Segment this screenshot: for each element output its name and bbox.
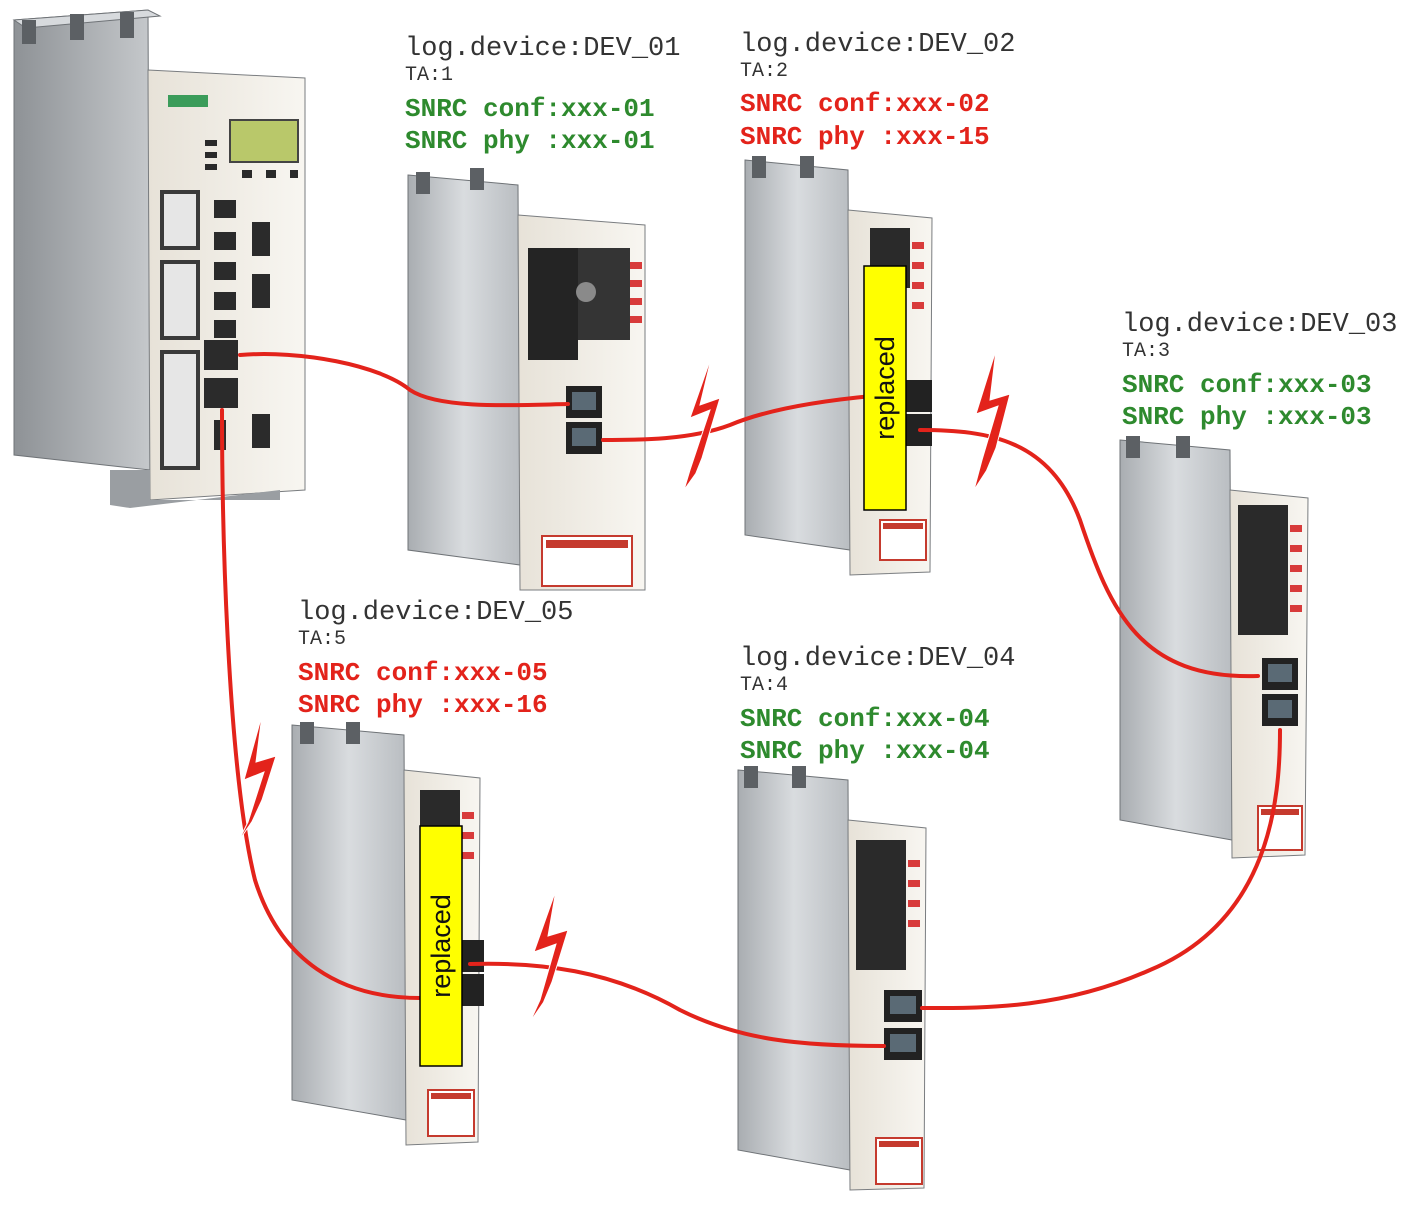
cable-dev05-controller (220, 408, 422, 1000)
cable-dev04-dev05 (468, 961, 886, 1048)
dev04-log-device: log.device:DEV_04 (740, 644, 1016, 674)
cable-dev01-dev02 (601, 394, 874, 442)
dev02-ta: TA:2 (740, 60, 789, 83)
replaced-tag-dev05: replaced (419, 825, 463, 1067)
replaced-tag-dev02-label: replaced (870, 336, 900, 440)
dev03-ta: TA:3 (1122, 340, 1171, 363)
replaced-tag-dev02: replaced (863, 265, 907, 511)
dev01-ta: TA:1 (405, 64, 454, 87)
dev05-log-device: log.device:DEV_05 (298, 598, 574, 628)
dev05-ta: TA:5 (298, 628, 347, 651)
lmc-controller-icon (12, 9, 306, 508)
dev03-snrc-phy: SNRC phy :xxx-03 (1122, 402, 1372, 432)
dev04-snrc-phy: SNRC phy :xxx-04 (740, 736, 990, 766)
cable-dev03-dev04 (920, 728, 1282, 1011)
device-dev03-drive (1119, 436, 1309, 859)
device-dev01-drive (407, 168, 646, 591)
dev01-snrc-phy: SNRC phy :xxx-01 (405, 126, 655, 156)
cable-dev02-dev03 (918, 428, 1260, 679)
device-dev04-drive (737, 766, 927, 1191)
dev04-snrc-conf: SNRC conf:xxx-04 (740, 704, 990, 734)
dev05-snrc-phy: SNRC phy :xxx-16 (298, 690, 548, 720)
dev03-log-device: log.device:DEV_03 (1122, 310, 1398, 340)
ethernet-cables (220, 352, 1282, 1048)
dev02-snrc-conf: SNRC conf:xxx-02 (740, 89, 990, 119)
lightning-bolt-icon (683, 354, 721, 491)
dev03-snrc-conf: SNRC conf:xxx-03 (1122, 370, 1372, 400)
dev05-snrc-conf: SNRC conf:xxx-05 (298, 658, 548, 688)
dev02-snrc-phy: SNRC phy :xxx-15 (740, 122, 990, 152)
lightning-bolt-icon (973, 349, 1011, 491)
dev04-ta: TA:4 (740, 674, 789, 697)
dev02-log-device: log.device:DEV_02 (740, 30, 1016, 60)
lightning-bolt-icon (237, 714, 277, 843)
cable-controller-dev01 (238, 352, 570, 408)
replaced-tag-dev05-label: replaced (426, 894, 456, 998)
lightning-bolt-icon (529, 889, 569, 1023)
dev01-log-device: log.device:DEV_01 (405, 34, 681, 64)
dev01-snrc-conf: SNRC conf:xxx-01 (405, 94, 655, 124)
